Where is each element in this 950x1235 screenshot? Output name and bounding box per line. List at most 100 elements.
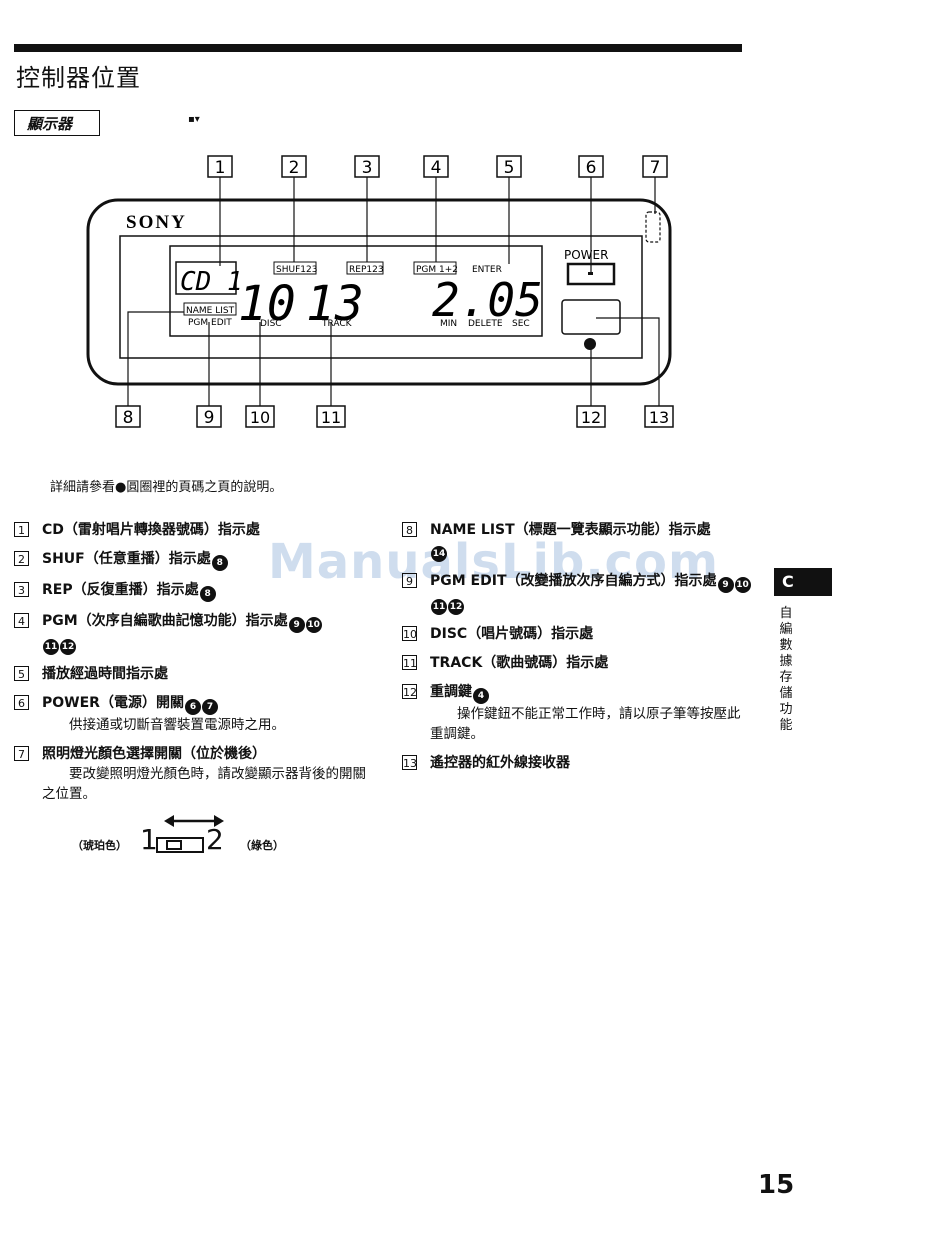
lcd-shuf-tag: SHUF123 <box>276 265 317 275</box>
lcd-pgm-edit-tag: PGM EDIT <box>188 318 232 328</box>
page-ref-badge: 12 <box>60 639 76 655</box>
page-ref-badge: 11 <box>43 639 59 655</box>
switch-position-1: 1 <box>140 823 158 856</box>
lcd-delete-tag: DELETE <box>468 319 503 329</box>
item-number: 10 <box>402 626 417 641</box>
switch-body <box>156 837 204 853</box>
switch-left-label: （琥珀色） <box>72 839 127 852</box>
switch-knob <box>166 840 182 850</box>
lcd-sec-tag: SEC <box>512 319 530 329</box>
callouts-bottom: 8 9 10 11 12 13 <box>115 405 674 428</box>
item-number: 13 <box>402 755 417 770</box>
lcd-disc-number: 10 <box>238 276 296 332</box>
callout-7: 7 <box>650 158 661 178</box>
section-heading: 顯示器 <box>14 110 100 136</box>
page-ref-badge: 12 <box>448 599 464 615</box>
callout-1: 1 <box>215 158 226 178</box>
leader-lines <box>127 176 660 406</box>
item-number: 12 <box>402 684 417 699</box>
lcd-rep-tag-box <box>346 261 384 275</box>
lcd-window <box>169 245 543 337</box>
switch-right-label: （綠色） <box>240 839 284 852</box>
lcd-track-tag: TRACK <box>321 319 353 329</box>
item-heading: PGM（次序自編歌曲記憶功能）指示處 <box>42 613 288 629</box>
lcd-shuf-tag-box <box>273 261 317 275</box>
item-description: 供接通或切斷音響裝置電源時之用。 <box>69 717 285 733</box>
item-heading: POWER（電源）開關 <box>42 695 184 711</box>
item-13: 13 遙控器的紅外線接收器 <box>402 753 752 773</box>
brand-logo: SONY <box>126 212 187 233</box>
device-outer-body <box>86 198 672 386</box>
callout-8: 8 <box>123 408 134 428</box>
switch-position-2: 2 <box>206 823 224 856</box>
item-11: 11 TRACK（歌曲號碼）指示處 <box>402 653 752 673</box>
lcd-name-list-box <box>183 302 237 316</box>
callout-2: 2 <box>289 158 300 178</box>
item-number: 6 <box>14 695 29 710</box>
lcd-name-list-tag: NAME LIST <box>186 306 235 316</box>
callout-4: 4 <box>431 158 442 178</box>
page-ref-badge: 14 <box>431 546 447 562</box>
page-ref-badge: 9 <box>288 617 305 633</box>
callout-11: 11 <box>321 408 341 427</box>
page-ref-badge: 7 <box>201 699 218 715</box>
lcd-enter-tag: ENTER <box>472 265 502 275</box>
item-5: 5 播放經過時間指示處 <box>14 664 369 684</box>
item-heading: REP（反復重播）指示處 <box>42 582 199 598</box>
power-button-led <box>588 272 593 275</box>
illumination-switch-outline <box>645 211 661 243</box>
callout-6: 6 <box>586 158 597 178</box>
item-number: 9 <box>402 573 417 588</box>
page-title: 控制器位置 <box>16 64 141 92</box>
item-number: 4 <box>14 613 29 628</box>
callout-3: 3 <box>362 158 373 178</box>
page-ref-badge: 9 <box>717 577 734 593</box>
lcd-disc-tag: DISC <box>260 319 282 329</box>
chapter-side-label: 自編數據存儲功能 <box>779 606 793 733</box>
double-arrow-icon <box>164 815 224 827</box>
callout-5: 5 <box>504 158 515 178</box>
intro-text: 詳細請參看●圓圈裡的頁碼之頁的說明。 <box>50 480 283 495</box>
lcd-pgm-tag-box <box>413 261 457 275</box>
item-heading: 照明燈光顏色選擇開關（位於機後） <box>42 746 266 762</box>
item-number: 7 <box>14 746 29 761</box>
callouts-top: 1 2 3 4 5 6 7 <box>207 155 668 178</box>
lcd-min-tag: MIN <box>440 319 457 329</box>
page-ref-badge: 10 <box>734 577 751 593</box>
item-7: 7 照明燈光顏色選擇開關（位於機後） 要改變照明燈光顏色時，請改變顯示器背後的開… <box>14 744 369 804</box>
item-number: 3 <box>14 582 29 597</box>
page-ref-badge: 6 <box>184 699 201 715</box>
ir-receiver-window <box>561 299 621 335</box>
power-label: POWER <box>564 248 608 262</box>
page-ref-badge: 8 <box>199 586 216 602</box>
callout-10: 10 <box>250 408 270 427</box>
color-switch-illustration: （琥珀色） 1 2 （綠色） <box>14 813 369 863</box>
item-1: 1 CD（雷射唱片轉換器號碼）指示處 <box>14 520 369 540</box>
lcd-cd-box <box>175 261 237 295</box>
lcd-time: 2.05 <box>432 273 543 327</box>
item-heading: SHUF（任意重播）指示處 <box>42 551 211 567</box>
item-number: 11 <box>402 655 417 670</box>
lcd-rep-tag: REP123 <box>349 265 384 275</box>
item-number: 2 <box>14 551 29 566</box>
callout-9: 9 <box>204 408 215 428</box>
lcd-cd-label: CD 1 <box>180 267 243 297</box>
reset-button <box>584 338 596 350</box>
callout-12: 12 <box>581 408 601 427</box>
item-number: 1 <box>14 522 29 537</box>
item-number: 5 <box>14 666 29 681</box>
item-heading: 重調鍵 <box>430 684 472 700</box>
item-heading: CD（雷射唱片轉換器號碼）指示處 <box>42 522 260 538</box>
item-number: 8 <box>402 522 417 537</box>
page-number: 15 <box>758 1170 795 1200</box>
item-heading: PGM EDIT（改變播放次序自編方式）指示處 <box>430 573 717 589</box>
lcd-track-number: 13 <box>306 276 364 332</box>
top-rule <box>14 44 742 52</box>
item-description: 操作鍵鈕不能正常工作時，請以原子筆等按壓此重調鍵。 <box>430 706 741 742</box>
scan-speck: ▪▾ <box>188 114 200 125</box>
